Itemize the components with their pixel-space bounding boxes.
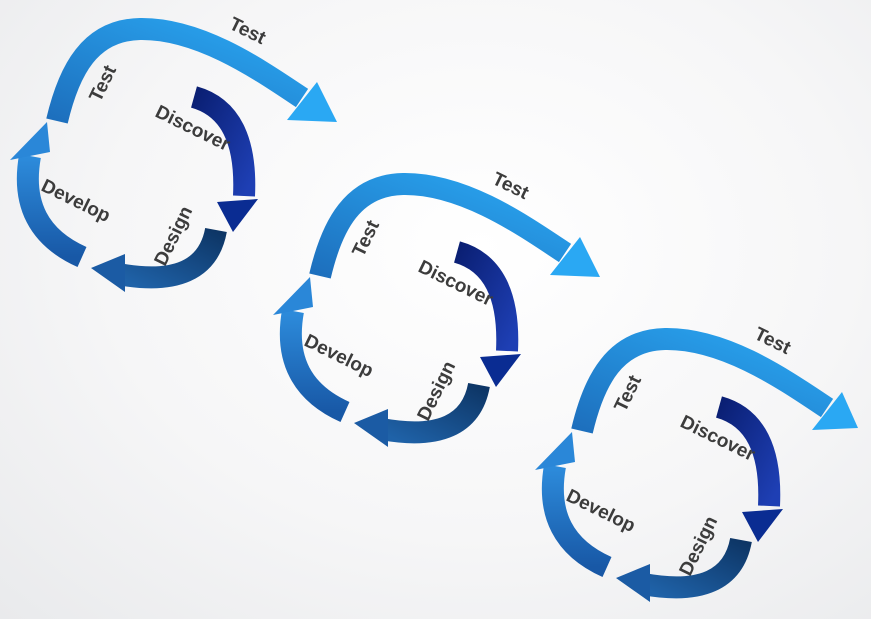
design-arrow-shaft bbox=[116, 227, 227, 289]
design-arrow-shaft bbox=[641, 537, 752, 599]
develop-arrow-shaft bbox=[541, 464, 612, 578]
discover-arrowhead bbox=[742, 509, 783, 542]
test-arrow-shaft bbox=[46, 17, 309, 124]
design-arrowhead bbox=[616, 564, 650, 602]
discover-arrow-shaft bbox=[715, 396, 781, 507]
cycle-1: Discover Design Develop Test Test bbox=[10, 14, 337, 292]
discover-arrowhead bbox=[217, 199, 258, 232]
test-arrowhead bbox=[812, 392, 858, 430]
cycle-3: Discover Design Develop Test Test bbox=[535, 324, 858, 602]
test-inner-label: Test bbox=[611, 372, 647, 416]
develop-arrowhead bbox=[535, 432, 575, 470]
develop-arrow-shaft bbox=[279, 309, 350, 423]
develop-arrow-shaft bbox=[16, 154, 87, 268]
design-arrow-shaft bbox=[379, 382, 490, 444]
cycle-2: Discover Design Develop Test Test bbox=[273, 169, 600, 447]
develop-arrowhead bbox=[273, 277, 313, 315]
design-arrowhead bbox=[354, 409, 388, 447]
test-inner-label: Test bbox=[86, 62, 122, 106]
design-arrowhead bbox=[91, 254, 125, 292]
discover-arrow-shaft bbox=[190, 86, 256, 197]
test-arrowhead bbox=[287, 82, 337, 122]
discover-arrow-shaft bbox=[453, 241, 519, 352]
test-inner-label: Test bbox=[349, 217, 385, 261]
test-arrow-shaft bbox=[571, 327, 834, 434]
develop-arrowhead bbox=[10, 122, 50, 160]
test-arrowhead bbox=[550, 237, 600, 277]
discover-arrowhead bbox=[480, 354, 521, 387]
test-arrow-shaft bbox=[309, 172, 572, 279]
